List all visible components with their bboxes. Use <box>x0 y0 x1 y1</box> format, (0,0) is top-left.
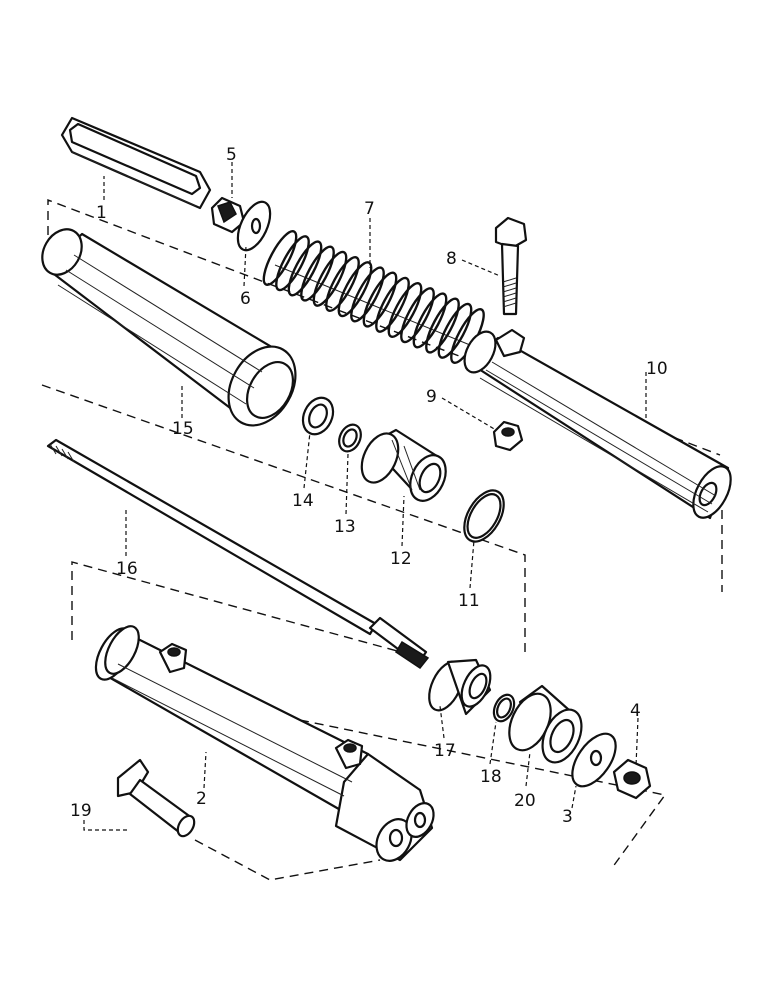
spring-coil <box>437 302 473 359</box>
part-9-nut <box>492 420 524 452</box>
part-12-bushing <box>360 428 447 502</box>
callout-7: 7 <box>364 199 375 219</box>
spring-coil <box>312 250 348 307</box>
callout-11: 11 <box>458 591 480 611</box>
part-2-cylinder-barrel <box>94 625 435 862</box>
callout-2: 2 <box>196 789 207 809</box>
callout-8: 8 <box>446 249 457 269</box>
part-4-nut <box>612 758 652 800</box>
callout-9: 9 <box>426 387 437 407</box>
callout-3: 3 <box>562 807 573 827</box>
spring-coil <box>287 240 323 297</box>
part-20-piston <box>508 684 583 764</box>
callout-leaders <box>83 162 647 831</box>
callout-20: 20 <box>514 791 536 811</box>
part-8-bolt <box>494 216 528 316</box>
callout-17: 17 <box>434 741 456 761</box>
part-14-ring <box>301 396 335 436</box>
spring-coil <box>262 229 298 287</box>
callout-12: 12 <box>390 549 412 569</box>
callout-1: 1 <box>96 203 107 223</box>
part-3-washer <box>571 732 617 788</box>
spring-coil <box>300 245 335 302</box>
callout-15: 15 <box>172 419 194 439</box>
callout-18: 18 <box>480 767 502 787</box>
part-19-pin <box>116 758 196 838</box>
part-10-tube <box>463 328 732 520</box>
callout-6: 6 <box>240 289 251 309</box>
callout-14: 14 <box>292 491 314 511</box>
part-6-washer <box>236 200 272 252</box>
callout-numbers: 1 5 6 7 8 10 9 15 14 13 12 11 16 17 18 2… <box>70 145 668 827</box>
spring-coil <box>362 271 398 328</box>
spring-coil <box>337 261 373 318</box>
spring-coil <box>387 281 423 339</box>
part-13-ring <box>338 423 362 453</box>
part-5-stud <box>210 196 246 234</box>
part-17-guide <box>428 658 492 716</box>
callout-4: 4 <box>630 701 641 721</box>
spring-coil <box>275 235 310 292</box>
spring-coil <box>425 297 460 354</box>
spring-coil <box>412 292 448 349</box>
callout-16: 16 <box>116 559 138 579</box>
part-16-piston-rod <box>46 438 430 670</box>
callout-13: 13 <box>334 517 356 537</box>
part-1-slotted-strap <box>60 116 212 210</box>
spring-coil <box>375 276 410 333</box>
part-15-sleeve <box>41 228 297 427</box>
callout-5: 5 <box>226 145 237 165</box>
spring-coil <box>325 255 360 313</box>
spring-coils <box>262 229 485 365</box>
callout-19: 19 <box>70 801 92 821</box>
part-11-o-ring <box>463 489 505 543</box>
spring-coil <box>350 266 385 323</box>
spring-coil <box>400 287 435 344</box>
callout-10: 10 <box>646 359 668 379</box>
part-18-o-ring <box>492 693 516 723</box>
